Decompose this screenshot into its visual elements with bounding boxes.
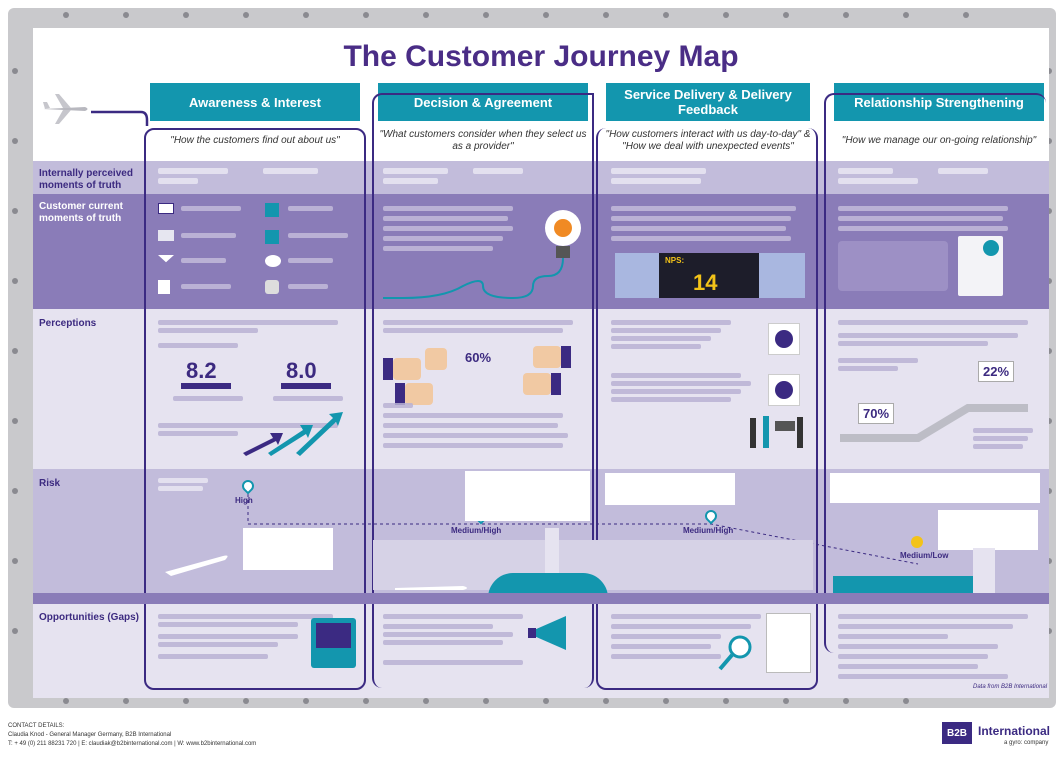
row-label-current: Customer current moments of truth — [39, 201, 123, 224]
risk-note-awareness — [243, 528, 333, 570]
stage-box-awareness — [144, 128, 366, 690]
score-b: 8.0 — [286, 358, 317, 383]
magnifier-icon — [718, 635, 752, 671]
nps-value: 14 — [693, 270, 718, 295]
nps-label: NPS: — [665, 256, 685, 265]
runway — [33, 593, 1049, 604]
journey-path — [91, 110, 149, 126]
pie-chart-icon — [983, 240, 999, 256]
people-icon — [265, 280, 279, 294]
progress-line-icon — [840, 404, 1028, 442]
nps-display — [659, 253, 759, 298]
row-label-internal: Internally perceived moments of truth — [39, 168, 133, 191]
contact-name: Claudia Knod - General Manager Germany, … — [8, 732, 172, 738]
risk-note-delivery — [605, 473, 735, 505]
laptop-icon — [158, 203, 174, 214]
brand-tagline: a gyro: company — [1004, 740, 1049, 746]
envelope-icon — [158, 255, 174, 263]
page-title: The Customer Journey Map — [343, 40, 739, 73]
smiley-happy-icon — [768, 323, 800, 355]
contact-title: CONTACT DETAILS: — [8, 723, 65, 729]
risk-level-relationship: Medium/Low — [900, 551, 949, 560]
brand-name: International — [978, 724, 1051, 738]
people-meeting-icon — [745, 413, 815, 453]
risk-level-delivery: Medium/High — [683, 526, 734, 535]
building-icon — [833, 576, 983, 596]
percent-60: 60% — [461, 348, 496, 367]
stage-header-awareness: Awareness & Interest — [150, 83, 360, 121]
stage-box-delivery — [596, 128, 818, 690]
percent-70: 70% — [858, 403, 895, 424]
poster-frame: The Customer Journey Map Awareness & Int… — [8, 8, 1056, 708]
stage-quote-decision: "What customers consider when they selec… — [379, 129, 587, 152]
band-internal — [33, 161, 1049, 194]
stage-quote-relationship: "How we manage our on-going relationship… — [841, 135, 1037, 146]
score-a: 8.2 — [186, 358, 217, 383]
stage-quote-awareness: "How the customers find out about us" — [170, 135, 340, 146]
award-icon — [265, 230, 279, 244]
world-map-screen-icon — [311, 618, 356, 668]
risk-note-relationship — [830, 473, 1040, 503]
journey-map: The Customer Journey Map Awareness & Int… — [33, 28, 1049, 698]
row-label-risk: Risk — [39, 478, 61, 489]
lightbulb-icon — [383, 210, 581, 300]
report-chart-icon — [766, 613, 811, 673]
megaphone-icon — [528, 616, 566, 650]
risk-level-awareness: High — [235, 496, 253, 505]
risk-level-decision: Medium/High — [451, 526, 502, 535]
risk-trend-line — [247, 494, 919, 565]
stage-box-relationship — [824, 93, 1046, 653]
growth-arrows-icon — [243, 412, 343, 456]
brochure-icon — [158, 280, 170, 294]
contact-details: T: + 49 (0) 211 88231 720 | E: claudiak@… — [8, 741, 257, 747]
row-label-opportunities: Opportunities (Gaps) — [39, 612, 139, 623]
stage-header-decision: Decision & Agreement — [378, 83, 588, 121]
speech-bubble-icon — [265, 255, 281, 267]
smiley-sad-icon — [768, 374, 800, 406]
band-opportunities — [33, 604, 1049, 698]
stage-header-delivery: Service Delivery & Delivery Feedback — [606, 83, 810, 121]
risk-pin-relationship-icon — [911, 536, 923, 548]
tablet-icon — [265, 203, 279, 217]
speech-note — [838, 241, 948, 291]
risk-note-relationship-2 — [938, 510, 1038, 550]
risk-note-decision — [465, 471, 590, 521]
stage-quote-delivery: "How customers interact with us day-to-d… — [605, 129, 811, 152]
departing-plane-icon — [165, 555, 228, 576]
percent-22: 22% — [978, 361, 1015, 382]
row-label-perceptions: Perceptions — [39, 318, 97, 329]
stage-header-relationship: Relationship Strengthening — [834, 83, 1044, 121]
keyboard-icon — [158, 230, 174, 241]
parked-plane-icon — [395, 586, 467, 590]
data-source-note: Data from B2B International — [973, 684, 1048, 690]
brand-logo: B2B — [942, 722, 972, 744]
airplane-icon — [43, 94, 88, 124]
stage-box-decision — [372, 93, 594, 688]
